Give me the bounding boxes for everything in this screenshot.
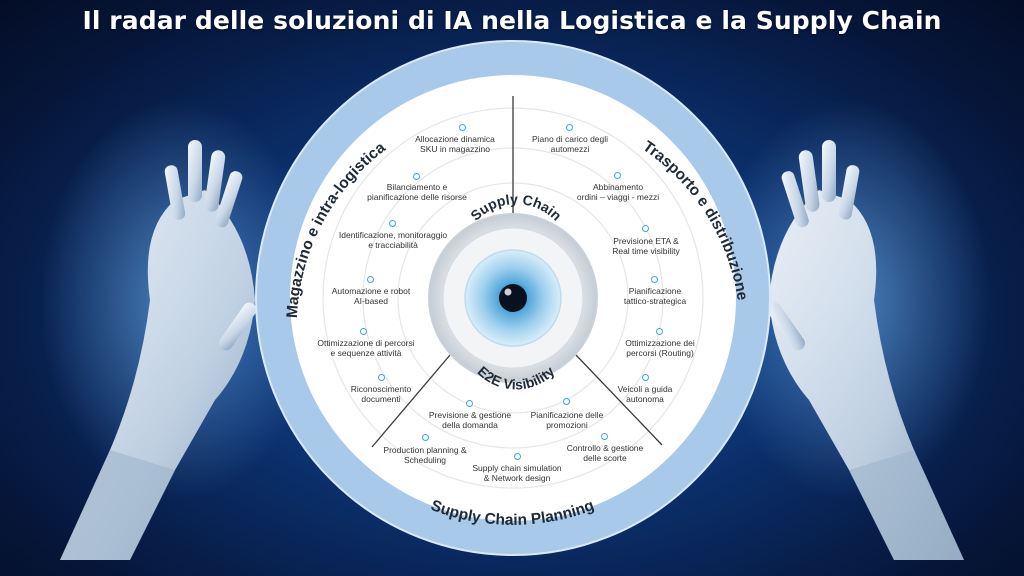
item-marker-dot [514,453,521,460]
left-item: Allocazione dinamica SKU in magazzino [415,134,495,155]
item-marker-dot [563,398,570,405]
item-marker-dot [360,328,367,335]
item-marker-dot [601,433,608,440]
bottom-item: Pianificazione delle promozioni [530,410,604,431]
item-marker-dot [651,276,658,283]
item-marker-dot [389,220,396,227]
item-marker-dot [566,124,573,131]
right-item: Piano di carico degli automezzi [531,134,609,155]
robot-hand-left-icon [60,140,257,560]
right-item: Abbinamento ordini – viaggi - mezzi [576,182,660,203]
bottom-item: Supply chain simulation & Network design [472,463,562,484]
bottom-item: Previsione & gestione della domanda [428,410,512,431]
bottom-item: Controllo & gestione delle scorte [566,443,644,464]
eye-icon [464,249,562,347]
left-item: Automazione e robot AI-based [331,286,411,307]
item-marker-dot [642,225,649,232]
left-item: Identificazione, monitoraggio e tracciab… [338,230,448,251]
item-marker-dot [422,434,429,441]
right-item: Previsione ETA & Real time visibility [612,236,680,257]
robot-hand-right-icon [767,140,964,560]
item-marker-dot [459,124,466,131]
left-item: Bilanciamento e pianificazione delle ris… [367,182,467,203]
left-item: Riconoscimento documenti [350,384,412,405]
left-item: Ottimizzazione di percorsi e sequenze at… [317,338,415,359]
item-marker-dot [367,276,374,283]
bottom-item: Production planning & Scheduling [383,445,467,466]
divider-bottom-right [575,354,663,446]
item-marker-dot [642,374,649,381]
right-item: Ottimizzazione dei percorsi (Routing) [625,338,695,359]
item-marker-dot [378,374,385,381]
page-title: Il radar delle soluzioni di IA nella Log… [82,6,942,35]
divider-bottom-left [371,354,451,448]
item-marker-dot [413,173,420,180]
right-item: Pianificazione tattico-strategica [623,286,687,307]
right-item: Veicoli a guida autonoma [617,384,673,405]
item-marker-dot [614,172,621,179]
item-marker-dot [466,400,473,407]
item-marker-dot [656,328,663,335]
